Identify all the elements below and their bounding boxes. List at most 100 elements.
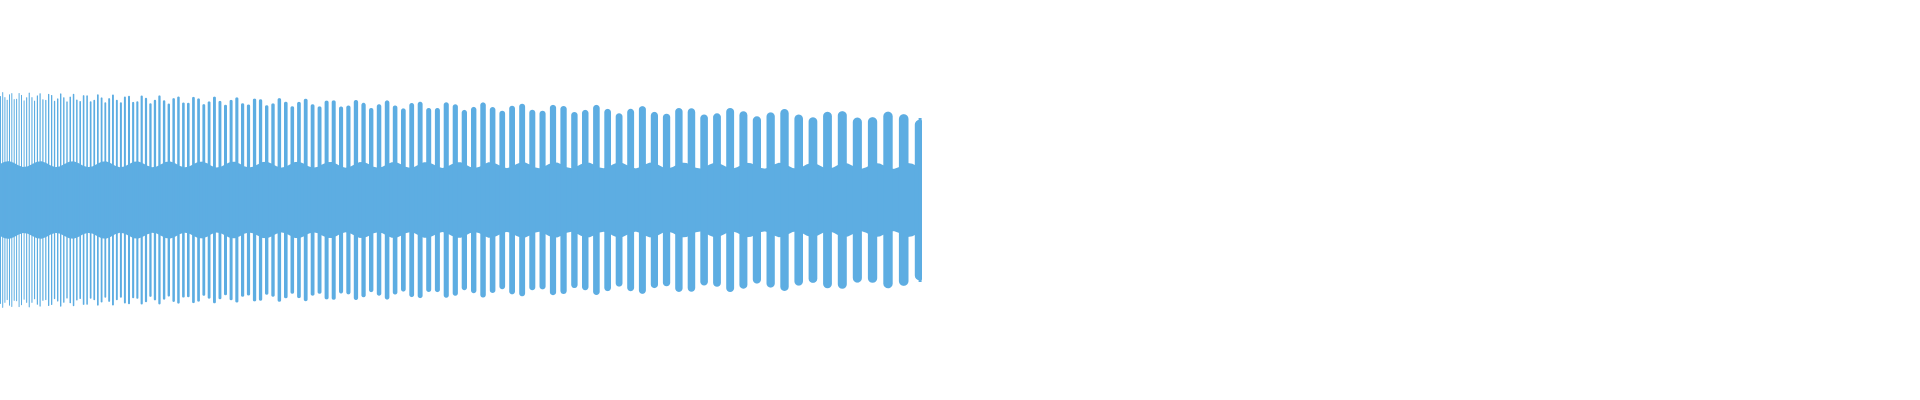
waveform-bar	[115, 99, 118, 301]
waveform-bar	[213, 96, 216, 304]
waveform-bar	[265, 105, 269, 295]
waveform-bar	[434, 108, 440, 293]
waveform-bar	[36, 95, 38, 305]
waveform-bar	[144, 97, 148, 303]
waveform-bar	[167, 103, 170, 297]
waveform-bar	[76, 99, 78, 301]
waveform-bar	[177, 96, 180, 304]
waveform-bar	[97, 94, 99, 306]
waveform-bar	[290, 106, 295, 294]
waveform-bar	[235, 97, 239, 303]
waveform-bar	[700, 114, 708, 286]
waveform-bar	[140, 95, 143, 305]
waveform-bar	[2, 92, 4, 308]
waveform-bar	[417, 101, 423, 299]
waveform-bar	[192, 96, 195, 304]
waveform-bar	[823, 111, 832, 289]
waveform-bar	[112, 94, 114, 306]
waveform-bar	[162, 100, 166, 300]
waveform-bar	[187, 102, 190, 298]
waveform-bar	[766, 112, 775, 288]
waveform-bar	[79, 101, 81, 299]
waveform-bar	[13, 99, 15, 301]
waveform-bar	[369, 108, 374, 293]
waveform-bar	[339, 106, 344, 294]
waveform-bar	[346, 105, 351, 295]
waveform-bar	[197, 98, 200, 302]
waveform-bar	[752, 116, 761, 284]
waveform-bar	[604, 108, 611, 292]
waveform-bar	[452, 104, 458, 296]
waveform-bar	[53, 100, 56, 300]
waveform-bar	[898, 114, 909, 286]
waveform-bar	[63, 97, 65, 303]
waveform-bar	[297, 101, 301, 299]
waveform-bar	[182, 102, 185, 298]
waveform-bar	[726, 108, 735, 292]
waveform-bar	[51, 95, 53, 305]
waveform-bar	[675, 108, 683, 292]
waveform-bar	[26, 97, 28, 303]
waveform-bar	[808, 117, 818, 283]
waveform-bar	[258, 99, 263, 301]
waveform-bar	[39, 93, 41, 307]
waveform-bar	[158, 95, 161, 305]
waveform-bar	[852, 117, 862, 283]
waveform-bar	[615, 113, 623, 287]
waveform-bar	[499, 110, 506, 290]
waveform-bar	[69, 96, 71, 304]
waveform-bar	[11, 93, 13, 307]
waveform-bar	[549, 104, 557, 296]
waveform-bar	[104, 102, 107, 298]
waveform-bar	[509, 105, 515, 295]
waveform-bar	[480, 102, 486, 298]
waveform-bar	[9, 94, 10, 306]
waveform-bar	[687, 108, 696, 292]
waveform-bar	[353, 100, 359, 300]
waveform-bar	[93, 99, 96, 301]
waveform-bar	[361, 102, 366, 298]
waveform-bar	[317, 106, 322, 294]
waveform-bar	[21, 94, 22, 306]
waveform-bar	[23, 100, 25, 300]
waveform-bar	[6, 99, 8, 301]
waveform-bar	[471, 106, 477, 294]
waveform-bar	[123, 96, 126, 304]
waveform-bar	[331, 100, 336, 300]
waveform-bar	[794, 114, 803, 286]
waveform-bar	[650, 111, 658, 289]
waveform-bar	[4, 97, 6, 303]
waveform-bar	[34, 100, 36, 300]
waveform-bar	[18, 93, 20, 308]
waveform-bar	[384, 100, 390, 300]
waveform-bar	[28, 92, 30, 308]
waveform-bar	[593, 104, 600, 296]
waveform-bar	[136, 101, 139, 299]
waveform-bar	[739, 111, 748, 289]
waveform-bar	[529, 109, 536, 291]
waveform-bar	[202, 104, 206, 296]
waveform-bar	[662, 113, 671, 287]
waveform-bar	[82, 95, 85, 305]
waveform-bar	[241, 103, 245, 297]
waveform-bar	[303, 98, 308, 302]
waveform-bar	[426, 108, 432, 292]
waveform-bar	[376, 104, 382, 296]
waveform-bar	[45, 99, 47, 301]
waveform-lines	[0, 92, 925, 308]
waveform-bar	[443, 102, 449, 298]
waveform-bar	[284, 101, 288, 299]
waveform-bar	[277, 98, 282, 302]
waveform-bar	[837, 111, 847, 289]
waveform-bar	[271, 103, 275, 297]
waveform-bar	[461, 109, 467, 291]
waveform-bar	[132, 101, 135, 299]
waveform-bar	[539, 110, 546, 290]
waveform-bar	[519, 103, 526, 297]
waveform-bar	[409, 103, 415, 298]
waveform-bar	[72, 93, 75, 307]
waveform-bar	[149, 103, 152, 297]
waveform-bar	[252, 98, 257, 302]
